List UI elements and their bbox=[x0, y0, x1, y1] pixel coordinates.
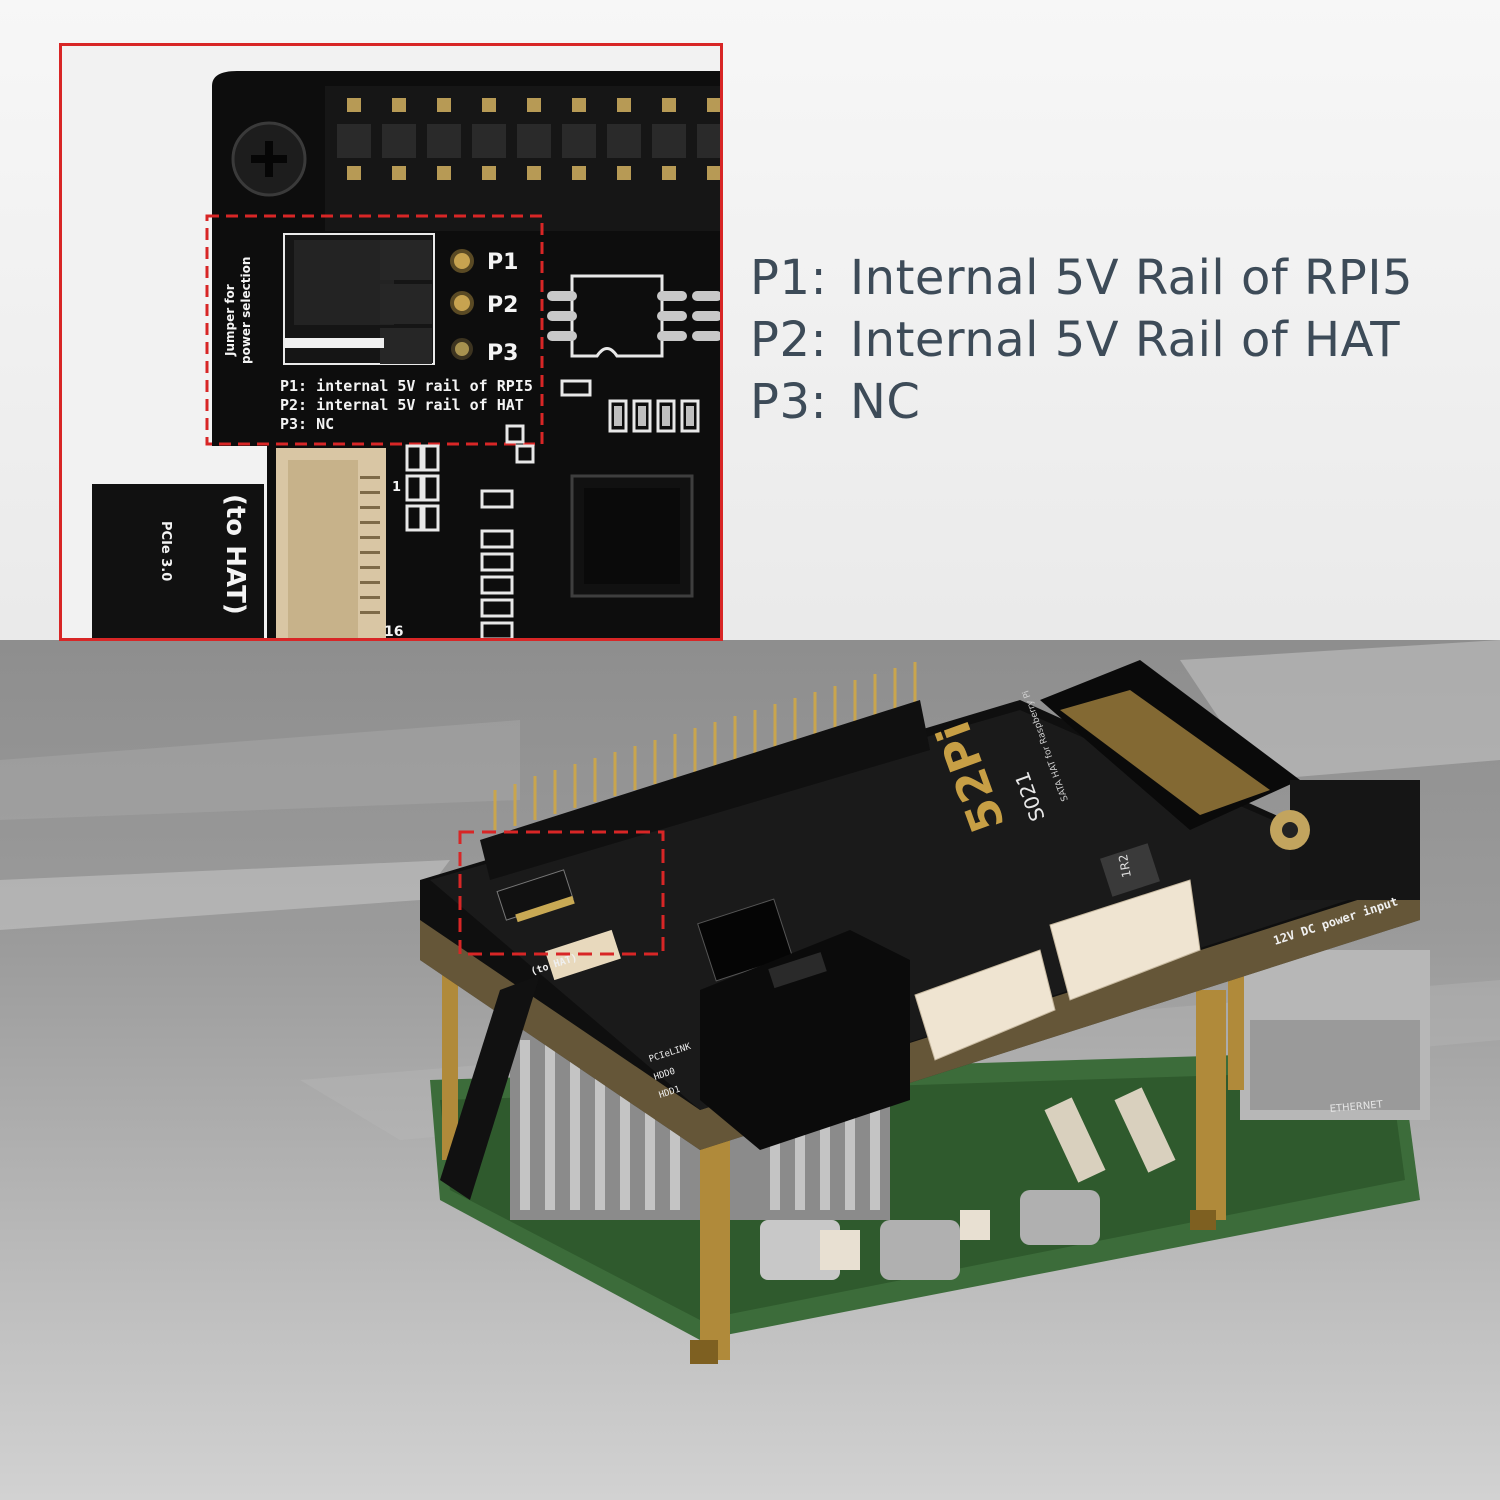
inductor bbox=[1100, 843, 1160, 897]
sata-hat-pcb: 12V DC power input 52Pi S021 SATA HAT fo… bbox=[420, 660, 1420, 1200]
highlight-box-inset bbox=[205, 214, 544, 446]
inset-fpc-connector bbox=[276, 448, 386, 638]
legend-line-p2: P2: Internal 5V Rail of HAT bbox=[750, 312, 1490, 374]
legend-key: P3: bbox=[750, 374, 828, 430]
legend-key: P1: bbox=[750, 250, 828, 306]
legend-text: Internal 5V Rail of HAT bbox=[850, 312, 1401, 368]
legend-line-p1: P1: Internal 5V Rail of RPI5 bbox=[750, 250, 1490, 312]
inset-qfn-chip bbox=[570, 474, 694, 598]
connector-pin-sixteen: 16 bbox=[384, 624, 403, 640]
brass-standoffs bbox=[442, 930, 1244, 1360]
jst-connectors bbox=[914, 879, 1201, 1061]
inductor-marking: 1R2 bbox=[1116, 853, 1134, 879]
ethernet-label: ETHERNET bbox=[1329, 1099, 1384, 1115]
note-p3: P3: NC bbox=[280, 415, 334, 433]
inset-gpio-header bbox=[325, 86, 720, 231]
note-p1: P1: internal 5V rail of RPI5 bbox=[280, 377, 533, 395]
micro-hdmi-port-1 bbox=[1020, 1190, 1100, 1245]
gpio-header-pins bbox=[493, 662, 917, 830]
inset-jumper-block bbox=[283, 233, 474, 365]
legend-text: Internal 5V Rail of RPI5 bbox=[850, 250, 1414, 306]
connector-pin-one: 1 bbox=[392, 480, 401, 495]
gpio-header-body bbox=[480, 700, 930, 880]
highlight-box-board bbox=[458, 830, 665, 956]
inset-cable-small: PCIe 3.0 bbox=[158, 521, 173, 581]
inset-ffc-cable bbox=[92, 484, 264, 638]
pin-p1-pad bbox=[450, 249, 474, 273]
mounting-screw bbox=[231, 121, 307, 197]
pin-p3-pad bbox=[451, 338, 473, 360]
sata-data-connector bbox=[700, 930, 910, 1150]
inset-ic-outline bbox=[570, 274, 664, 358]
micro-hdmi-port-0 bbox=[880, 1220, 960, 1280]
pin-label-p1: P1 bbox=[487, 250, 518, 275]
legend-text: NC bbox=[850, 374, 921, 430]
note-p2: P2: internal 5V rail of HAT bbox=[280, 396, 524, 414]
zoom-inset: (to HAT) PCIe 3.0 bbox=[59, 43, 723, 641]
uart-connector bbox=[820, 1230, 860, 1270]
legend-line-p3: P3: NC bbox=[750, 374, 1490, 436]
inset-cable-label: (to HAT) bbox=[220, 494, 250, 615]
jumper-caption-line1: Jumper for bbox=[223, 284, 237, 357]
jumper-caption-line2: power selection bbox=[239, 257, 253, 364]
pin-label-p2: P2 bbox=[487, 293, 518, 318]
inset-smd-components bbox=[405, 379, 700, 638]
pin-label-p3: P3 bbox=[487, 341, 518, 366]
pcie-ffc-cable bbox=[440, 975, 540, 1200]
jumper-legend: P1: Internal 5V Rail of RPI5 P2: Interna… bbox=[750, 250, 1490, 436]
dc-power-jack bbox=[1290, 780, 1420, 900]
legend-key: P2: bbox=[750, 312, 828, 368]
pin-p2-pad bbox=[450, 291, 474, 315]
jumper-shunt-bar bbox=[284, 338, 384, 348]
